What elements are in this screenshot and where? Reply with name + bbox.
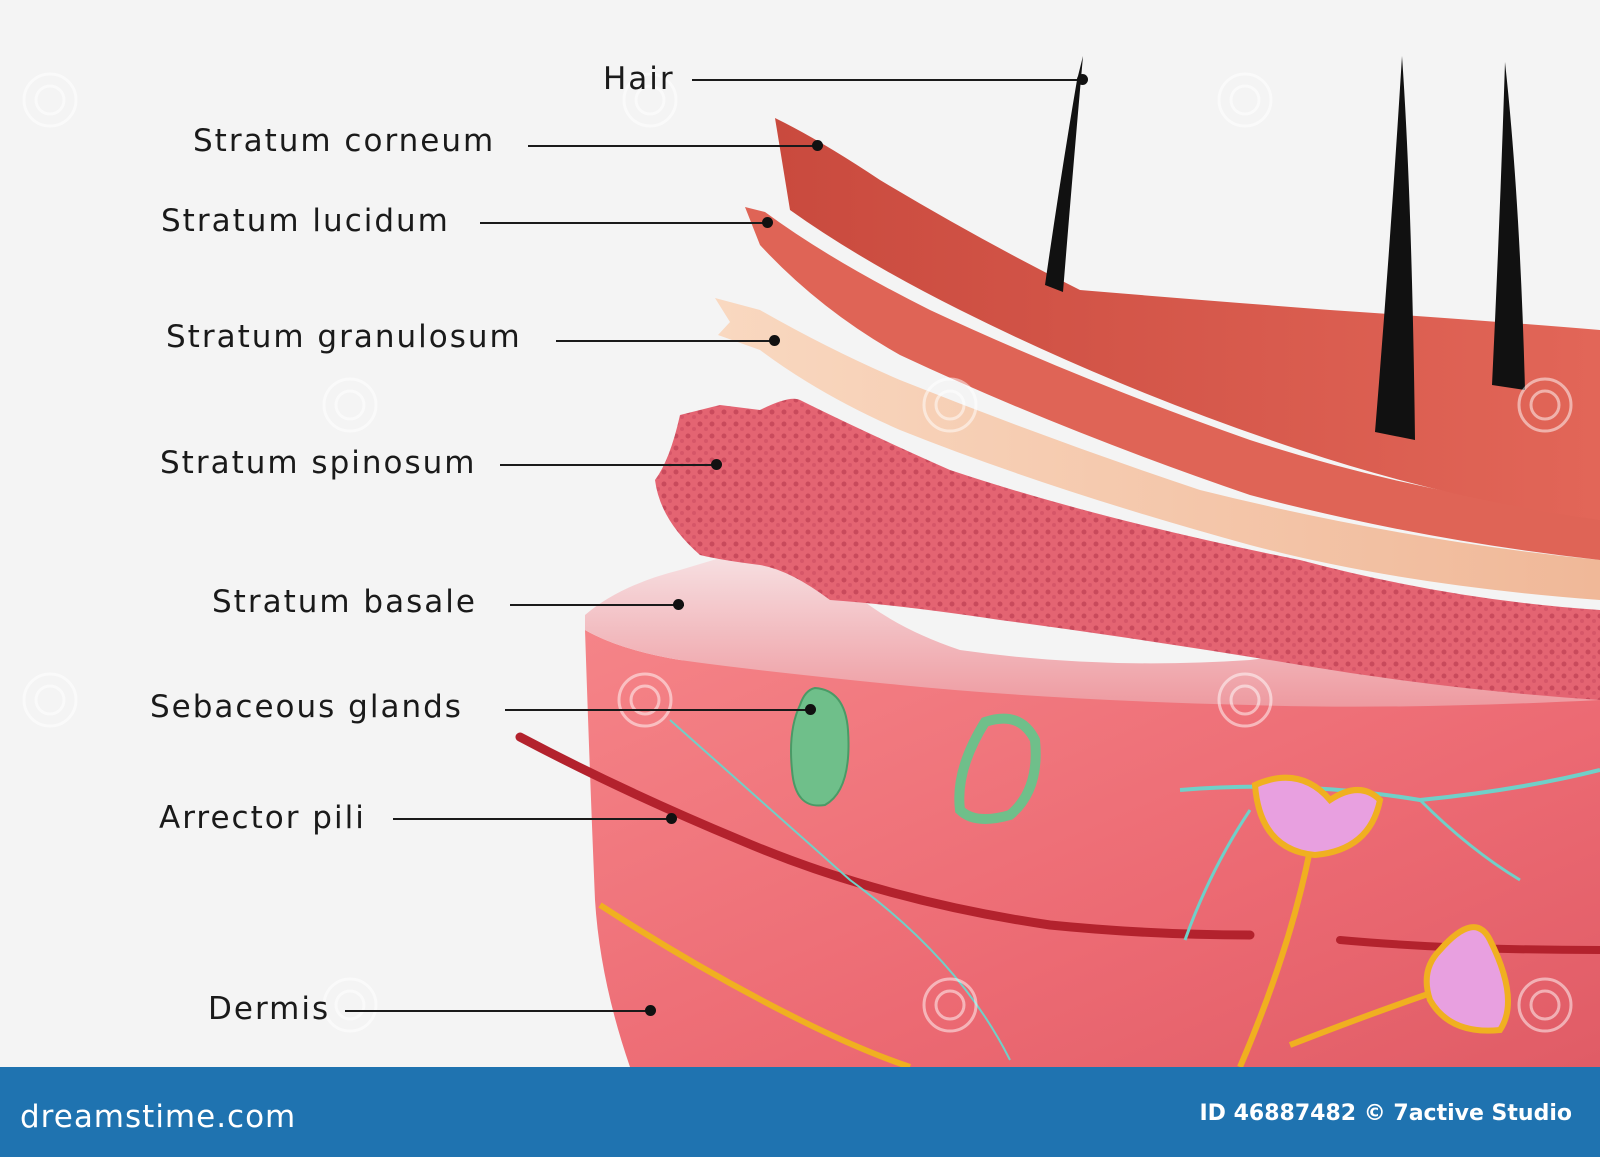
label-dermis: Dermis <box>208 991 331 1027</box>
pointer-hair <box>1077 74 1088 85</box>
nerve-fiber-2 <box>1237 849 1313 1069</box>
leader-stratum-basale <box>510 604 684 606</box>
pointer-stratum-lucidum <box>762 217 773 228</box>
leader-stratum-corneum <box>528 145 818 147</box>
label-stratum-granulosum: Stratum granulosum <box>166 319 522 355</box>
leader-dermis <box>345 1010 653 1012</box>
label-stratum-corneum: Stratum corneum <box>193 123 496 159</box>
label-arrector-pili: Arrector pili <box>159 800 366 836</box>
hair-strand-3 <box>1492 62 1525 390</box>
sensory-corpuscle-2 <box>1423 924 1511 1034</box>
stratum-spinosum-layer <box>655 398 1600 700</box>
footer-bar: dreamstime.com ID 46887482 © 7active Stu… <box>0 1067 1600 1157</box>
watermark-spirals <box>22 72 1573 1033</box>
sebaceous-gland-2 <box>954 713 1041 824</box>
pointer-stratum-granulosum <box>769 335 780 346</box>
hair-strand-2 <box>1375 56 1415 440</box>
dreamstime-logo: dreamstime.com <box>20 1099 297 1135</box>
pointer-dermis <box>645 1005 656 1016</box>
label-stratum-lucidum: Stratum lucidum <box>161 203 450 239</box>
leader-arrector-pili <box>393 818 676 820</box>
nerve-fiber-1 <box>598 902 911 1070</box>
pointer-stratum-spinosum <box>711 459 722 470</box>
pointer-stratum-corneum <box>812 140 823 151</box>
capillary-2 <box>1183 809 1252 941</box>
leader-stratum-lucidum <box>480 222 770 224</box>
image-credit: ID 46887482 © 7active Studio <box>1199 1101 1573 1126</box>
label-sebaceous-glands: Sebaceous glands <box>150 689 463 725</box>
sensory-corpuscle-1 <box>1251 774 1384 859</box>
sebaceous-gland-1 <box>790 686 850 807</box>
hair-strand-1 <box>1045 56 1083 292</box>
arrector-pili-muscle <box>515 732 1255 940</box>
pointer-sebaceous-glands <box>805 704 816 715</box>
stratum-granulosum-layer <box>715 298 1600 600</box>
label-stratum-basale: Stratum basale <box>212 584 477 620</box>
stratum-lucidum-layer <box>745 207 1600 560</box>
label-hair: Hair <box>603 61 675 97</box>
label-stratum-spinosum: Stratum spinosum <box>160 445 477 481</box>
capillary-3 <box>1418 798 1521 882</box>
leader-hair <box>692 79 1082 81</box>
capillary-1 <box>1179 768 1600 803</box>
leader-stratum-granulosum <box>556 340 776 342</box>
pointer-stratum-basale <box>673 599 684 610</box>
leader-sebaceous-glands <box>505 709 815 711</box>
leader-stratum-spinosum <box>500 464 718 466</box>
pointer-arrector-pili <box>666 813 677 824</box>
capillary-4 <box>669 719 1011 1061</box>
